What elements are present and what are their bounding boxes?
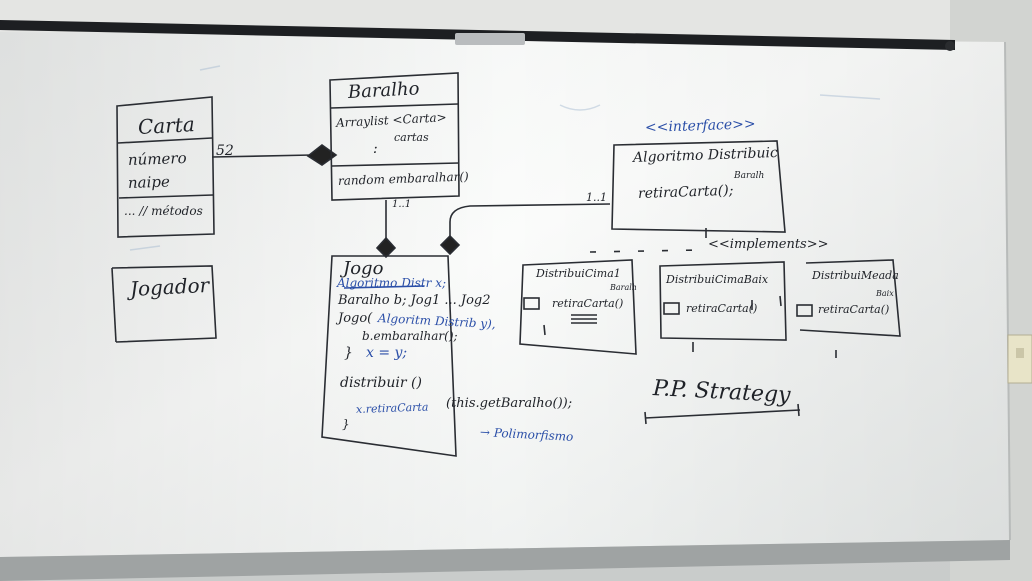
board-tray [0, 540, 1010, 581]
dist2-box [659, 261, 787, 341]
dist3-box [799, 259, 901, 337]
baralho-box [329, 72, 460, 201]
jogo-attr-underline [343, 285, 425, 289]
jogador-box [111, 265, 217, 343]
wall-switch-plate [1007, 334, 1032, 384]
carta-box [116, 96, 215, 238]
dist1-box [519, 259, 637, 355]
jogo-box [321, 255, 457, 457]
interface-box [611, 140, 786, 233]
screen-bracket [455, 33, 525, 45]
